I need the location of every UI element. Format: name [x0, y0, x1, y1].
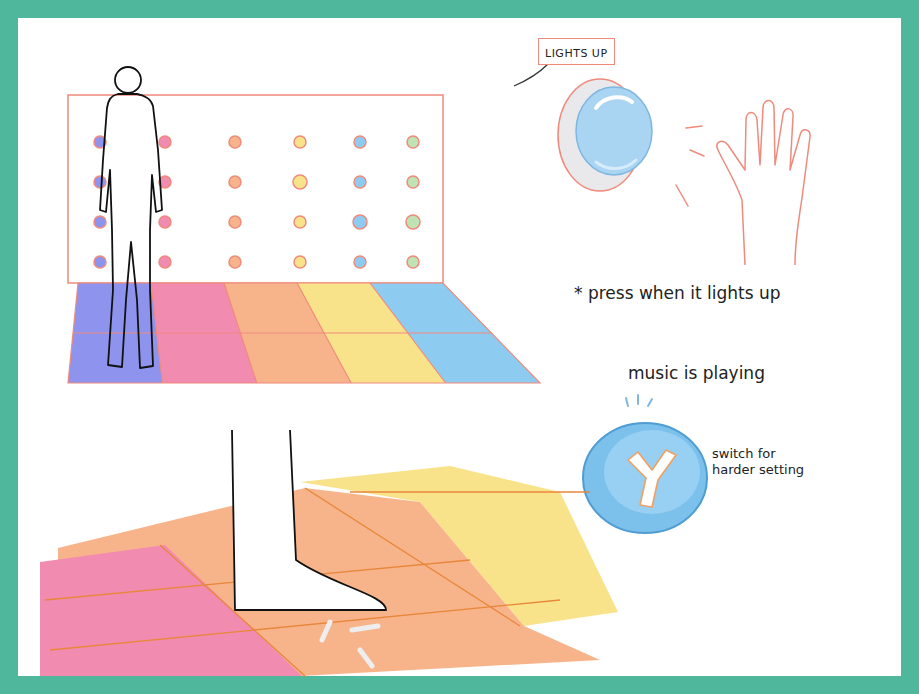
speech-box: LIGHTS UP [538, 38, 615, 65]
handwritten-note: music is playing [628, 363, 765, 383]
handwritten-note: * press when it lights up [574, 283, 781, 303]
handwritten-note: switch for harder setting [712, 446, 820, 477]
box-text: LIGHTS UP [545, 47, 608, 60]
